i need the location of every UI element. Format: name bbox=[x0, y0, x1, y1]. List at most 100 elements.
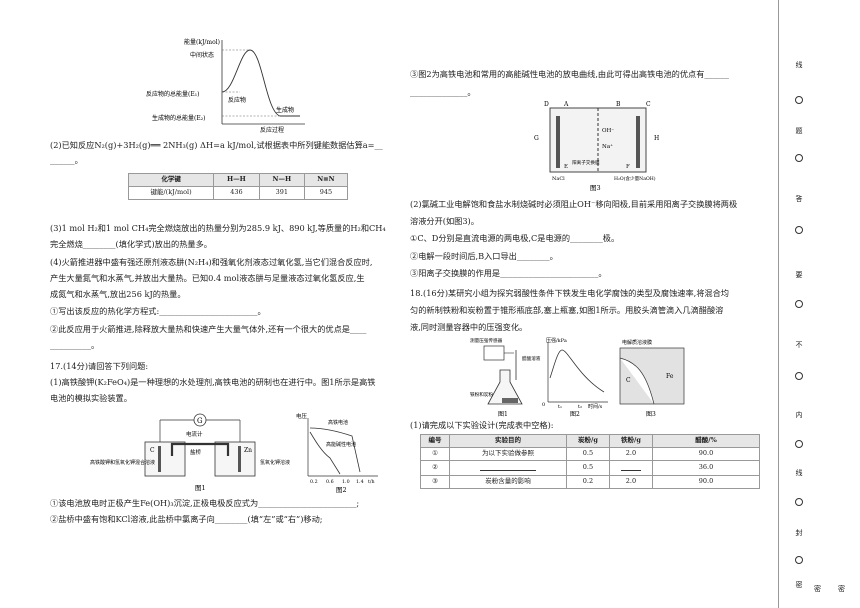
q17-part2d: ②电解一段时间后,B入口导出________。 bbox=[410, 251, 558, 261]
fig3-nacl: NaCl bbox=[552, 176, 565, 182]
origin-label: 0 bbox=[542, 402, 545, 408]
margin-char: 内 bbox=[795, 411, 803, 419]
time-label: 时间/s bbox=[588, 403, 603, 410]
exp-cell: 90.0 bbox=[652, 447, 760, 461]
table-row: ② 0.5 36.0 bbox=[420, 460, 760, 476]
margin-char: 题 bbox=[795, 127, 803, 135]
fig2-label: 图2 bbox=[570, 411, 580, 418]
exp-cell: 2.0 bbox=[608, 447, 654, 461]
experiment-table: 编号 实验目的 炭粉/g 铁粉/g 醋酸/% ① 为以下实验做参照 0.5 2.… bbox=[420, 434, 760, 489]
exp-cell: 0.2 bbox=[566, 474, 610, 489]
exp-header-2: 炭粉/g bbox=[566, 434, 610, 448]
fig3-f: F bbox=[626, 164, 630, 170]
fig1-label: 图1 bbox=[498, 411, 508, 418]
margin-char: 封 bbox=[795, 529, 803, 537]
margin-char: 线 bbox=[795, 61, 803, 69]
q16-part3b: 完全燃烧________(填化学式)放出的热量多。 bbox=[50, 239, 212, 249]
margin-char: 线 bbox=[795, 469, 803, 477]
q18-part1a: 18.(16分)某研究小组为探究弱酸性条件下铁发生电化学腐蚀的类型及腐蚀速率,将… bbox=[410, 288, 729, 298]
bond-header-2: N—H bbox=[258, 173, 305, 187]
process-label: 反应过程 bbox=[260, 126, 284, 134]
fig2-label: 图2 bbox=[336, 486, 347, 494]
bond-row-label: 键能/(kJ/mol) bbox=[127, 186, 215, 200]
margin-circle bbox=[795, 226, 803, 234]
exp-cell: ① bbox=[420, 447, 450, 461]
q17-part1e: ③图2为高铁电池和常用的高能碱性电池的放电曲线,由此可得出高铁电池的优点有___… bbox=[410, 69, 729, 79]
q18-part1c: 液,同时测量容器中的压强变化。 bbox=[410, 322, 528, 332]
exp-cell: 0.5 bbox=[566, 447, 610, 461]
fig3-h: H bbox=[654, 135, 659, 142]
exp-cell: 90.0 bbox=[652, 474, 760, 489]
x-tick-3: 1.4 bbox=[356, 479, 364, 485]
q16-part2: (2)已知反应N₂(g)+3H₂(g)══ 2NH₃(g) ΔH=a kJ/mo… bbox=[50, 140, 383, 150]
fig3-d: D bbox=[544, 101, 549, 108]
margin-circle bbox=[795, 154, 803, 162]
q16-part4e: ②此反应用于火箭推进,除释放大量热和快速产生大量气体外,还有一个很大的优点是__… bbox=[50, 324, 367, 334]
q16-part3a: (3)1 mol H₂和1 mol CH₄完全燃烧放出的热量分别为285.9 k… bbox=[50, 223, 386, 233]
fig3-g: G bbox=[534, 135, 539, 142]
bond-header-3: N≡N bbox=[303, 173, 349, 187]
fig3-na: Na⁺ bbox=[602, 144, 613, 150]
fig1-label: 图1 bbox=[195, 484, 206, 492]
bond-value-1: 391 bbox=[258, 186, 305, 200]
product-total-label: 生成物的总能量(E₂) bbox=[152, 114, 205, 122]
q16-part4b: 产生大量氮气和水蒸气,并放出大量热。已知0.4 mol液态肼与足量液态过氧化氢反… bbox=[50, 273, 365, 283]
bond-energy-table: 化学键 H—H N—H N≡N 键能/(kJ/mol) 436 391 945 bbox=[127, 173, 349, 200]
middle-state-label: 中间状态 bbox=[190, 51, 214, 59]
margin-circle bbox=[795, 556, 803, 564]
margin-circle bbox=[795, 440, 803, 448]
exp-cell: 为以下实验做参照 bbox=[449, 447, 567, 461]
margin-bottom-char-2: 密 bbox=[838, 585, 845, 593]
margin-bottom-char: 密 bbox=[814, 585, 821, 593]
voltage-axis-label: 电压 bbox=[296, 412, 308, 420]
fig3-label: 图3 bbox=[590, 184, 601, 192]
energy-axis-label: 能量(kJ/mol) bbox=[184, 38, 220, 46]
right-solution-label: 氢氧化钾溶液 bbox=[260, 459, 290, 466]
carbon-label: C bbox=[626, 377, 631, 384]
q16-part4d: ①写出该反应的热化学方程式:________________________。 bbox=[50, 306, 266, 316]
water-film-label: 电解质溶液膜 bbox=[622, 339, 652, 346]
q17-part2b: 溶液分开(如图3)。 bbox=[410, 216, 479, 226]
binding-line bbox=[778, 0, 779, 608]
product-label: 生成物 bbox=[276, 106, 294, 114]
bond-value-0: 436 bbox=[213, 186, 260, 200]
exp-cell: 36.0 bbox=[652, 460, 760, 476]
powder-label: 铁粉和炭粉 bbox=[470, 391, 493, 398]
margin-char: 答 bbox=[795, 195, 803, 203]
q16-part4a: (4)火箭推进器中盛有强还原剂液态肼(N₂H₄)和强氧化剂液态过氧化氢,当它们混… bbox=[50, 257, 373, 267]
electrolysis-cell-figure: D A B C G H OH⁻ Na⁺ E F 阳离子交换膜 NaCl H₂O(… bbox=[534, 101, 659, 192]
q17-part2e: ③阳离子交换膜的作用是________________________。 bbox=[410, 268, 607, 278]
exp-header-0: 编号 bbox=[420, 434, 450, 448]
fig3-c: C bbox=[646, 101, 651, 108]
fig3-label: 图3 bbox=[646, 411, 656, 418]
exp-blank-purpose[interactable] bbox=[449, 460, 567, 476]
t2-label: t₂ bbox=[578, 404, 582, 410]
q17-part1c: ①该电池放电时正极产生Fe(OH)₃沉淀,正极电极反应式为___________… bbox=[50, 498, 360, 508]
table-row: ① 为以下实验做参照 0.5 2.0 90.0 bbox=[420, 447, 760, 461]
electrode-c: C bbox=[150, 447, 155, 454]
fig3-oh: OH⁻ bbox=[602, 128, 614, 134]
exp-cell: 炭粉含量的影响 bbox=[449, 474, 567, 489]
q16-part4f: __________。 bbox=[50, 340, 100, 350]
q17-part2a: (2)氯碱工业电解饱和食盐水制烧碱时必须阻止OH⁻移向阳极,目前采用阳离子交换膜… bbox=[410, 199, 738, 209]
table-row: ③ 炭粉含量的影响 0.2 2.0 90.0 bbox=[420, 474, 760, 489]
margin-circle bbox=[795, 300, 803, 308]
q17-part1b: 电池的模拟实验装置。 bbox=[50, 393, 132, 403]
salt-bridge-label: 盐桥 bbox=[190, 448, 202, 456]
margin-circle bbox=[795, 96, 803, 104]
x-tick-0: 0.2 bbox=[310, 479, 318, 485]
current-meter-label: 电流计 bbox=[186, 430, 203, 438]
bond-header-1: H—H bbox=[213, 173, 260, 187]
margin-char: 要 bbox=[795, 271, 803, 279]
fig3-b: B bbox=[616, 101, 621, 108]
exp-blank-iron[interactable] bbox=[608, 460, 654, 476]
reactant-total-label: 反应物的总能量(E₁) bbox=[146, 90, 199, 98]
margin-circle bbox=[795, 372, 803, 380]
binding-margin: 线 题 答 要 不 内 线 封 密 bbox=[792, 0, 806, 608]
fig3-membrane: 阳离子交换膜 bbox=[572, 159, 600, 166]
exp-header-3: 铁粉/g bbox=[608, 434, 654, 448]
sensor-label: 测量压强传感器 bbox=[470, 337, 503, 344]
exp-cell: ② bbox=[420, 460, 450, 476]
energy-diagram: 能量(kJ/mol) 中间状态 反应物的总能量(E₁) 反应物 生成物 生成物的… bbox=[146, 38, 305, 134]
exp-header-4: 醋酸/% bbox=[652, 434, 760, 448]
